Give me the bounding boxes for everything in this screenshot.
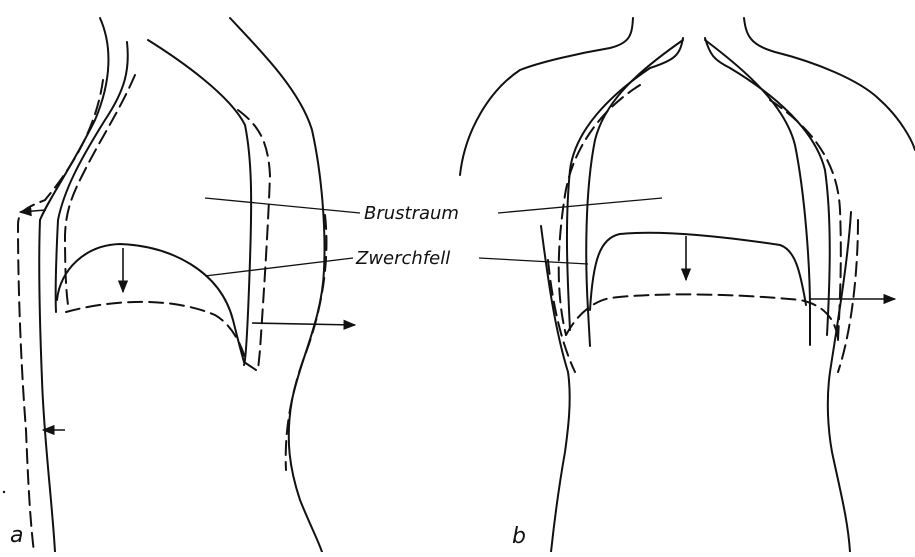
shoulder-left [460, 70, 520, 175]
chest-leader-right [498, 198, 662, 213]
panel-label-a: a [10, 523, 23, 548]
flank-right-solid [828, 212, 851, 552]
diaphragm-b-dashed [566, 294, 838, 338]
ribcage-left-outer-solid [567, 68, 650, 330]
front-chest-wall-dashed [238, 110, 270, 370]
front-expand-arrow [252, 323, 355, 325]
flank-left-solid [541, 226, 570, 552]
front-body-outline-dashed [286, 215, 327, 470]
back-contour-dashed [18, 80, 103, 552]
ribcage-left-dashed [559, 85, 640, 335]
neck-right [744, 18, 915, 150]
rib-front-bottom [244, 362, 256, 370]
neck-left [520, 18, 633, 70]
panel-label-b: b [512, 524, 526, 549]
label-zwerchfell: Zwerchfell [355, 248, 450, 269]
front-body-outline [230, 18, 325, 552]
diaphragm-leader-left [205, 258, 353, 276]
panel-a-side-view: a [3, 18, 355, 552]
diaphragm-leader-right [479, 258, 588, 264]
back-contour-solid [39, 18, 108, 552]
panel-a-mark [3, 491, 5, 493]
label-brustraum: Brustraum [364, 203, 459, 224]
front-chest-wall-solid [148, 40, 251, 365]
chest-leader-left [205, 198, 360, 213]
labels: Brustraum Zwerchfell [205, 198, 662, 276]
panel-b-front-view: b [460, 18, 915, 552]
diaphragm-dashed [66, 302, 246, 362]
